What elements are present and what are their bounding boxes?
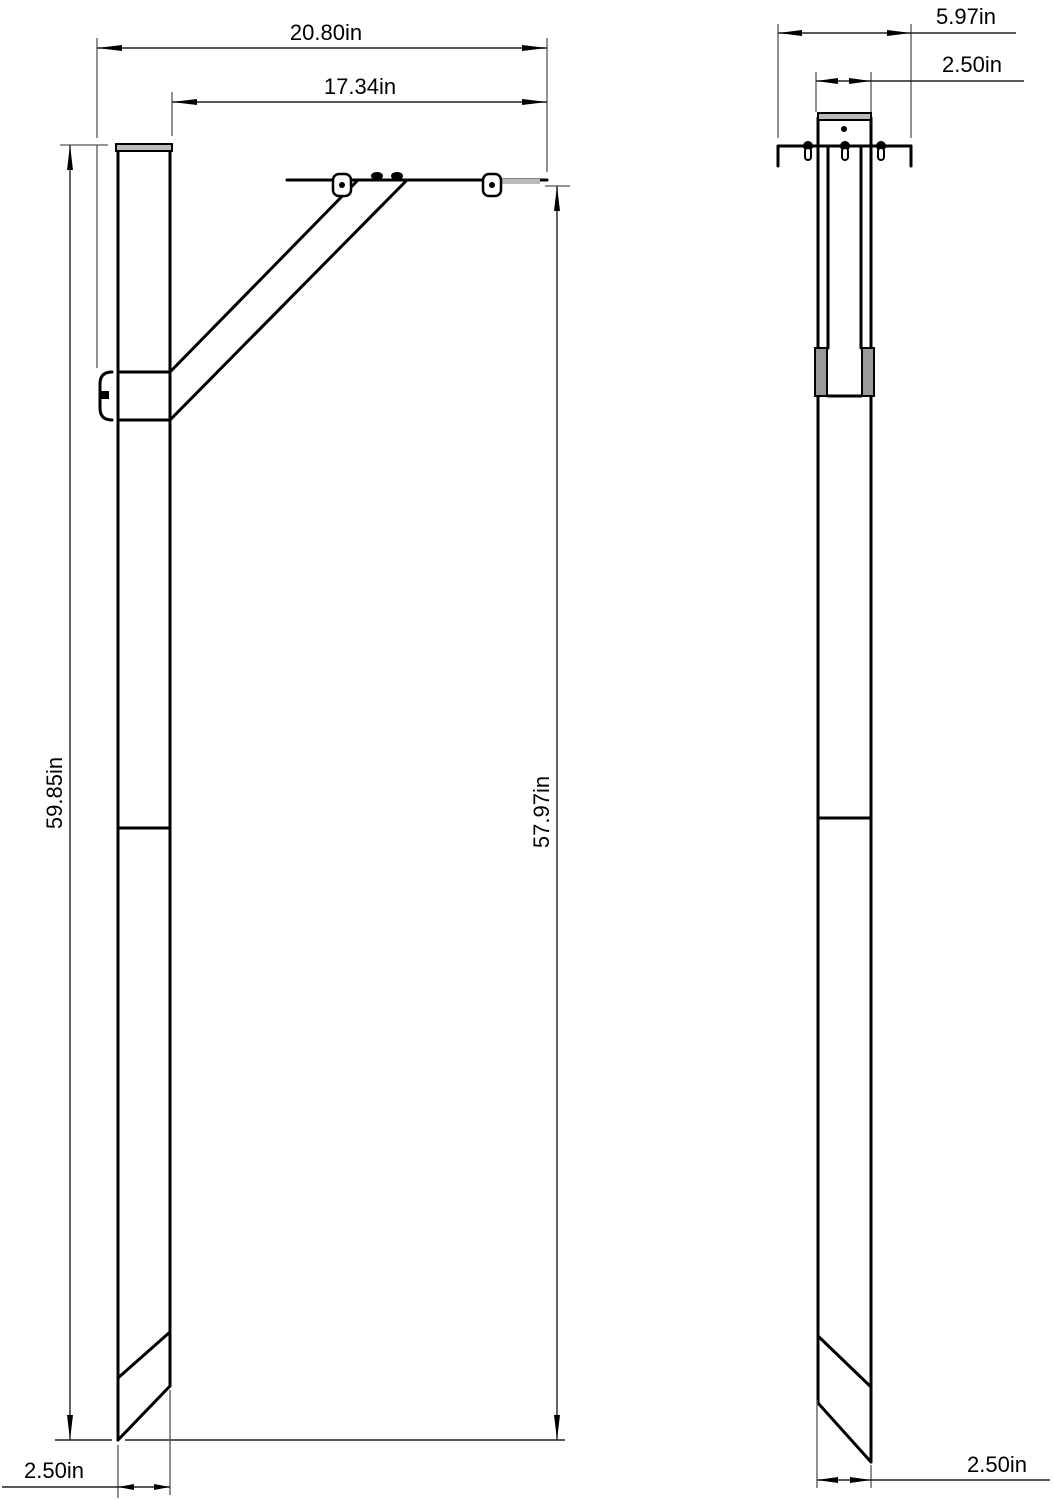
label-post-width-front: 2.50in xyxy=(24,1458,84,1483)
label-bracket-width: 5.97in xyxy=(936,4,996,29)
dim-post-bottom-width: 2.50in xyxy=(816,1400,1050,1488)
label-post-bottom-width: 2.50in xyxy=(967,1452,1027,1477)
label-post-top-width: 2.50in xyxy=(942,52,1002,77)
label-overall-width: 20.80in xyxy=(290,20,362,45)
front-post xyxy=(98,143,173,1442)
side-post xyxy=(814,112,875,1464)
front-view: 20.80in 17.34in 59.85in 57.97in xyxy=(2,20,570,1498)
front-support-arm xyxy=(168,172,549,422)
dim-overall-height: 59.85in xyxy=(42,144,108,1440)
label-arm-height: 57.97in xyxy=(529,776,554,848)
dim-arm-height: 57.97in xyxy=(529,185,570,1440)
label-arm-width: 17.34in xyxy=(324,74,396,99)
label-overall-height: 59.85in xyxy=(42,757,67,829)
side-bracket xyxy=(776,141,913,168)
dim-overall-width: 20.80in xyxy=(96,20,548,172)
dim-post-top-width: 2.50in xyxy=(815,52,1024,112)
dim-arm-width: 17.34in xyxy=(171,74,547,136)
dim-post-width-front: 2.50in xyxy=(2,1390,171,1498)
side-view: 5.97in 2.50in 2.50in xyxy=(776,4,1050,1488)
